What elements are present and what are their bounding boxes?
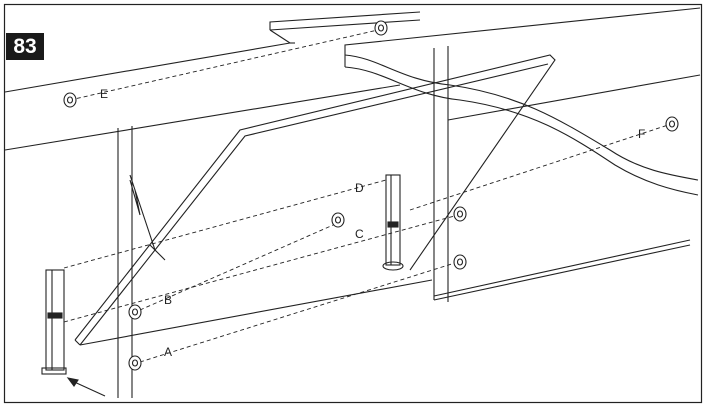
label-c: C — [355, 227, 364, 241]
figure-number-badge: 83 — [6, 33, 44, 60]
cup-e-right — [374, 20, 388, 36]
label-a: A — [164, 345, 172, 359]
cup-a-left — [128, 355, 142, 371]
label-e: E — [100, 87, 108, 101]
label-f: F — [638, 127, 645, 141]
diagram-border — [3, 3, 703, 404]
cable-beam — [344, 7, 701, 196]
gate-panel — [74, 54, 556, 346]
cup-f-right — [665, 116, 679, 132]
direction-arrow — [66, 377, 106, 397]
label-b: B — [164, 293, 172, 307]
photocell-post-left — [41, 269, 67, 375]
cup-a-right — [453, 254, 467, 270]
cup-e-left — [63, 92, 77, 108]
cup-b-left — [128, 304, 142, 320]
cup-c-right — [453, 206, 467, 222]
label-d: D — [355, 181, 364, 195]
alignment-lines — [63, 29, 669, 363]
photocell-post-right — [382, 174, 404, 271]
cup-c-left — [331, 212, 345, 228]
mount-cups — [63, 20, 679, 371]
wall-structure — [4, 11, 701, 398]
